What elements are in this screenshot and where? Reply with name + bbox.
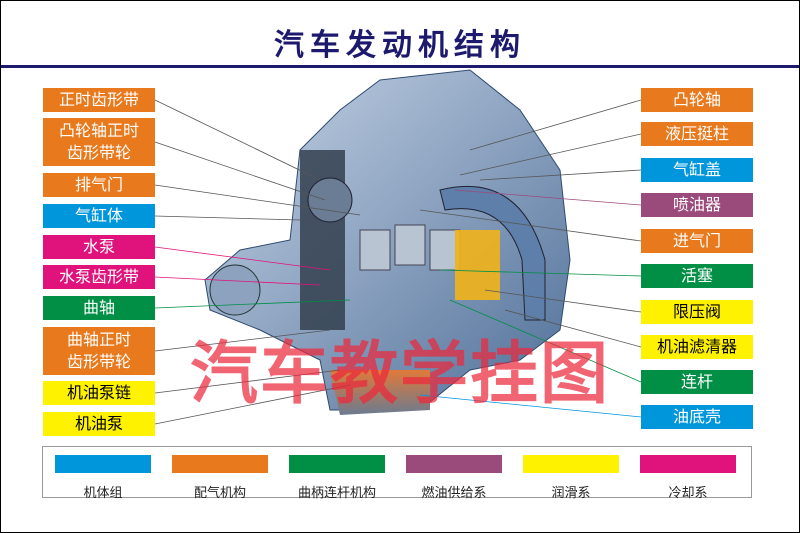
cylinders xyxy=(359,224,461,271)
crank-pulley xyxy=(209,264,261,316)
right-label: 油底壳 xyxy=(641,405,753,429)
left-label: 水泵 xyxy=(43,235,155,259)
legend-swatch xyxy=(289,455,385,473)
legend-item: 润滑系 xyxy=(523,455,619,501)
right-label: 机油滤清器 xyxy=(641,335,753,359)
legend-label: 燃油供给系 xyxy=(421,486,487,501)
left-label: 排气门 xyxy=(43,173,155,197)
legend-swatch xyxy=(523,455,619,473)
right-label: 连杆 xyxy=(641,370,753,394)
left-label: 正时齿形带 xyxy=(43,88,155,112)
legend-item: 机体组 xyxy=(55,455,151,501)
legend-swatch xyxy=(172,455,268,473)
intake-manifold xyxy=(439,185,546,321)
right-label: 活塞 xyxy=(641,264,753,288)
left-label: 机油泵 xyxy=(43,412,155,436)
right-label: 凸轮轴 xyxy=(641,88,753,112)
legend-label: 冷却系 xyxy=(668,486,708,501)
poster-title: 汽车发动机结构 xyxy=(274,28,526,63)
left-label: 凸轮轴正时 齿形带轮 xyxy=(43,118,155,166)
watermark: 汽车教学挂图 xyxy=(190,335,611,414)
legend-label: 配气机构 xyxy=(193,486,246,501)
legend-label: 曲柄连杆机构 xyxy=(297,486,376,501)
right-label: 液压挺柱 xyxy=(641,122,753,146)
legend: 机体组 配气机构 曲柄连杆机构 燃油供给系 润滑系 冷却系 xyxy=(42,446,752,501)
leader-lines xyxy=(154,99,642,425)
title-divider xyxy=(1,65,799,68)
right-label: 进气门 xyxy=(641,229,753,253)
right-label: 气缸盖 xyxy=(641,158,753,182)
legend-swatch xyxy=(640,455,736,473)
legend-label: 润滑系 xyxy=(551,486,591,501)
left-label: 机油泵链 xyxy=(43,381,155,405)
legend-item: 配气机构 xyxy=(172,455,268,501)
left-label: 气缸体 xyxy=(43,204,155,228)
right-label: 喷油器 xyxy=(641,193,753,217)
cam-pulley xyxy=(307,177,353,223)
left-label: 曲轴 xyxy=(43,296,155,320)
legend-label: 机体组 xyxy=(83,486,123,501)
left-label: 水泵齿形带 xyxy=(43,265,155,289)
legend-swatch xyxy=(55,455,151,473)
right-label: 限压阀 xyxy=(641,300,753,324)
yellow-oil-plate xyxy=(455,230,500,300)
oil-pan xyxy=(330,370,430,415)
legend-item: 曲柄连杆机构 xyxy=(289,455,385,501)
left-label: 曲轴正时 齿形带轮 xyxy=(43,327,155,375)
timing-belt-cover xyxy=(300,150,345,330)
legend-item: 冷却系 xyxy=(640,455,736,501)
legend-item: 燃油供给系 xyxy=(406,455,502,501)
legend-swatch xyxy=(406,455,502,473)
